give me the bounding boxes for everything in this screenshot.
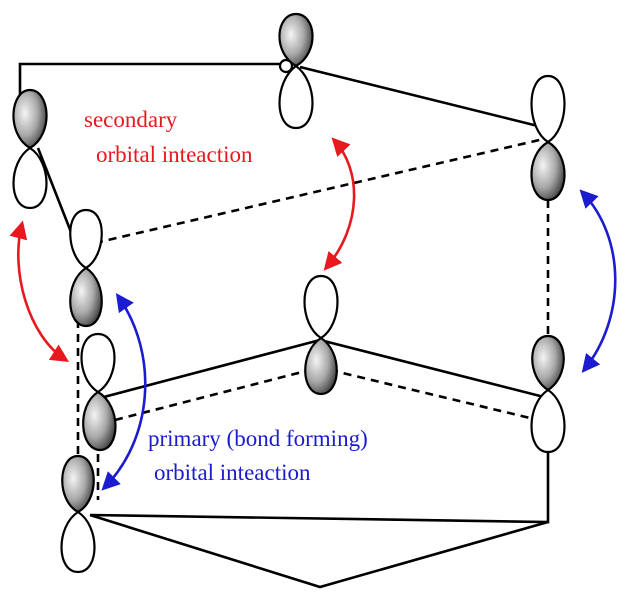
diene-bond-top-right	[299, 65, 547, 130]
hexagon-dashed-upper	[114, 368, 311, 422]
diene-frame	[18, 62, 550, 335]
double-headed-arrow-icon	[579, 189, 617, 373]
primary-label-line2: orbital inteaction	[154, 460, 311, 485]
hexagon-dashed-right	[329, 368, 531, 420]
p-orbital-icon	[69, 208, 103, 328]
p-orbital-icon	[530, 74, 566, 202]
double-headed-arrow-icon	[9, 220, 70, 362]
hexagon-bond-upper-right	[319, 338, 549, 400]
secondary-label-line2: orbital inteaction	[96, 142, 253, 167]
p-orbital-icon	[278, 12, 314, 130]
p-orbital-icon	[530, 334, 566, 454]
diene-dashed-top	[94, 136, 549, 245]
double-headed-arrow-icon	[101, 293, 147, 491]
secondary-label-line1: secondary	[84, 107, 178, 132]
diene-bond-top	[18, 62, 282, 95]
p-orbital-icon	[303, 274, 339, 396]
double-headed-arrow-icon	[323, 137, 356, 271]
p-orbital-icon	[80, 332, 117, 452]
p-orbital-icon	[60, 454, 96, 574]
hexagon-bond-upper-left	[99, 338, 321, 400]
dienophile-frame	[76, 320, 550, 589]
hexagon-bond-bottom	[89, 513, 549, 589]
p-orbital-icon	[12, 88, 48, 210]
primary-label-line1: primary (bond forming)	[148, 426, 368, 451]
